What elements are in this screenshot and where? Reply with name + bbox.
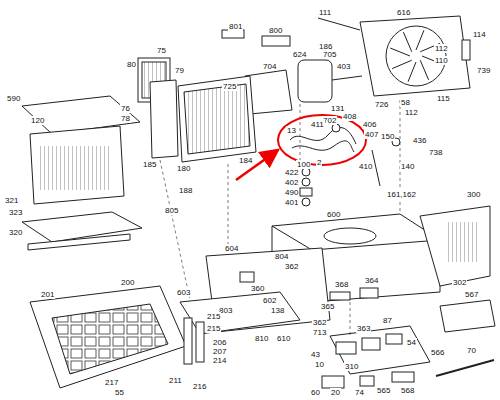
callout-number: 74: [354, 388, 365, 397]
callout-number: 70: [466, 346, 477, 355]
callout-number: 215: [206, 312, 221, 321]
callout-number: 60: [310, 388, 321, 397]
callout-number: 567: [464, 290, 479, 299]
callout-number: 565: [376, 386, 391, 395]
callout-number: 112: [404, 108, 419, 117]
callout-number: 725: [222, 82, 237, 91]
callout-number: 55: [114, 388, 125, 397]
callout-number: 738: [428, 148, 443, 157]
callout-number: 214: [212, 356, 227, 365]
callout-number: 43: [310, 350, 321, 359]
callout-number: 112: [434, 44, 449, 53]
callout-number: 401: [284, 198, 299, 207]
callout-number: 364: [364, 276, 379, 285]
callout-number: 406: [362, 120, 377, 129]
callout-number: 804: [274, 252, 289, 261]
callout-number: 590: [6, 94, 21, 103]
callout-number: 323: [8, 208, 23, 217]
callout-number: 161,162: [386, 190, 417, 199]
callout-number: 810: [254, 334, 269, 343]
callout-number: 624: [292, 50, 307, 59]
callout-number: 490: [284, 188, 299, 197]
callout-number: 365: [320, 302, 335, 311]
callout-number: 408: [342, 112, 357, 121]
callout-number: 150: [380, 132, 395, 141]
callout-number: 566: [430, 348, 445, 357]
callout-number: 411: [310, 120, 325, 129]
callout-number: 140: [400, 162, 415, 171]
callout-number: 705: [322, 50, 337, 59]
callout-number: 320: [8, 228, 23, 237]
callout-number: 78: [120, 114, 131, 123]
callout-number: 302: [452, 278, 467, 287]
callout-number: 602: [262, 296, 277, 305]
callout-number: 801: [228, 22, 243, 31]
callout-number: 131: [330, 104, 345, 113]
callout-number: 184: [238, 156, 253, 165]
callout-number: 207: [212, 347, 227, 356]
callout-number: 321: [4, 196, 19, 205]
callout-number: 403: [336, 62, 351, 71]
callout-number: 188: [178, 186, 193, 195]
callout-number: 217: [104, 378, 119, 387]
callout-number: 79: [174, 66, 185, 75]
callout-number: 200: [120, 278, 135, 287]
callout-number: 114: [472, 30, 487, 39]
callout-number: 13: [286, 126, 297, 135]
callout-number: 805: [164, 206, 179, 215]
callout-number: 368: [334, 280, 349, 289]
callout-number: 410: [358, 162, 373, 171]
callout-number: 120: [30, 116, 45, 125]
callout-number: 436: [412, 136, 427, 145]
callout-number: 310: [344, 362, 359, 371]
callout-number: 603: [176, 288, 191, 297]
callout-number: 362: [284, 262, 299, 271]
callout-number: 704: [262, 62, 277, 71]
callout-number: 616: [396, 8, 411, 17]
callout-number: 600: [326, 210, 341, 219]
callout-number: 10: [314, 360, 325, 369]
callout-number: 111: [318, 8, 332, 17]
callout-number: 80: [126, 60, 137, 69]
callout-number: 610: [276, 334, 291, 343]
callout-number: 75: [156, 46, 167, 55]
callout-number: 215: [206, 324, 221, 333]
callout-number: 185: [142, 160, 157, 169]
callout-number: 407: [364, 130, 379, 139]
callout-number: 180: [176, 164, 191, 173]
callout-number: 216: [192, 382, 207, 391]
callout-number: 54: [406, 338, 417, 347]
callout-number: 2: [316, 158, 322, 167]
callout-number: 568: [400, 386, 415, 395]
callout-number: 739: [476, 66, 491, 75]
callout-number: 300: [466, 190, 481, 199]
callout-number: 58: [400, 98, 411, 107]
callout-number: 726: [374, 100, 389, 109]
callout-number: 713: [312, 328, 327, 337]
callout-number: 115: [436, 94, 451, 103]
callout-number: 201: [40, 290, 55, 299]
callout-number: 76: [120, 104, 131, 113]
callout-number: 211: [168, 376, 183, 385]
callout-number: 422: [284, 168, 299, 177]
callout-number: 110: [434, 56, 449, 65]
callout-number: 360: [250, 284, 265, 293]
callout-number: 20: [330, 388, 341, 397]
callout-number: 87: [382, 316, 393, 325]
callout-number: 402: [284, 178, 299, 187]
callout-number: 206: [212, 338, 227, 347]
callout-number: 604: [224, 244, 239, 253]
callout-number: 362: [312, 318, 327, 327]
callout-number: 363: [356, 324, 371, 333]
callout-number: 800: [268, 26, 283, 35]
callout-number: 138: [270, 306, 285, 315]
